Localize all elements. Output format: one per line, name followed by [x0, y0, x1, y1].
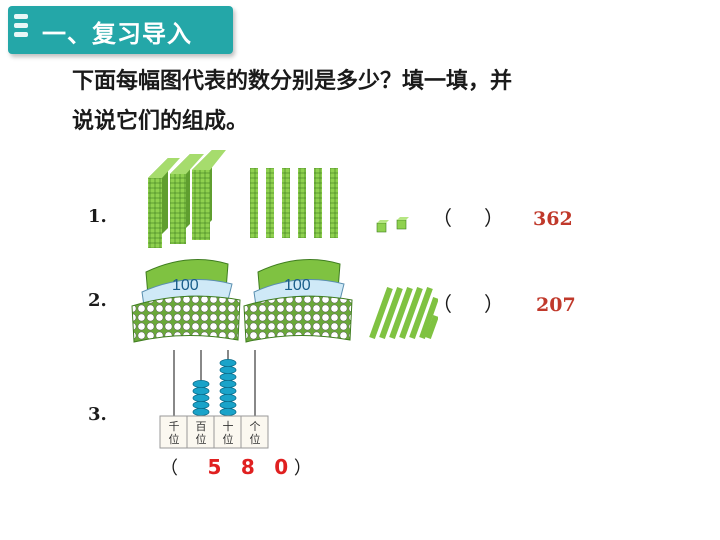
row-1-number: 1. [88, 206, 107, 227]
place-ones-2: 位 [250, 432, 261, 446]
abacus-digit-hundreds: 5 [207, 455, 222, 479]
hundred-bundle-1: 100 [131, 259, 241, 343]
place-thousands-2: 位 [169, 432, 180, 446]
row-2-paren-close: ） [484, 292, 504, 316]
row-2-number: 2. [88, 290, 107, 311]
hundred-flat-2 [170, 154, 204, 244]
bundle-1-label: 100 [172, 277, 199, 294]
row-1-paren-open: （ [432, 206, 452, 230]
place-hundreds-1: 百 [196, 420, 207, 433]
hundred-flat-1 [148, 158, 180, 248]
row-2-paren-open: （ [432, 292, 452, 316]
base-ten-blocks-figure [148, 150, 409, 248]
place-tens-2: 位 [223, 432, 234, 446]
abacus-answer: （ 5 8 0 ） [160, 454, 312, 480]
place-hundreds-2: 位 [196, 432, 207, 446]
section-title-bar: 一、复习导入 [8, 6, 233, 54]
hundreds-beads [192, 380, 210, 417]
hundred-bundle-2: 100 [243, 259, 353, 343]
loose-sticks [369, 286, 438, 340]
row-1-paren-close: ） [484, 206, 504, 230]
bundle-2-label: 100 [284, 277, 311, 294]
abacus-paren-open: （ [160, 458, 178, 479]
hundred-flat-3 [192, 150, 226, 240]
question-line-2: 说说它们的组成。 [72, 109, 249, 134]
place-thousands-1: 千 [169, 420, 180, 433]
place-tens-1: 十 [223, 419, 234, 433]
abacus-paren-close: ） [293, 458, 312, 479]
abacus-digit-tens: 8 [240, 455, 255, 479]
title-stripes-icon [14, 14, 28, 48]
unit-cubes [376, 217, 409, 233]
section-title: 一、复习导入 [42, 20, 192, 48]
abacus-digit-ones: 0 [274, 455, 289, 479]
place-ones-1: 个 [250, 420, 261, 433]
question-text: 下面每幅图代表的数分别是多少？填一填，并 说说它们的组成。 [72, 62, 652, 142]
row-2-answer: 207 [536, 294, 576, 316]
row-3-number: 3. [88, 404, 107, 425]
ten-rods [250, 168, 338, 238]
stick-bundles-figure: 100 100 [131, 259, 438, 343]
question-line-1: 下面每幅图代表的数分别是多少？填一填，并 [72, 69, 513, 94]
row-1-answer: 362 [533, 208, 573, 230]
abacus-figure: 千 位 百 位 十 位 个 位 [159, 350, 269, 449]
tens-beads [219, 358, 237, 417]
